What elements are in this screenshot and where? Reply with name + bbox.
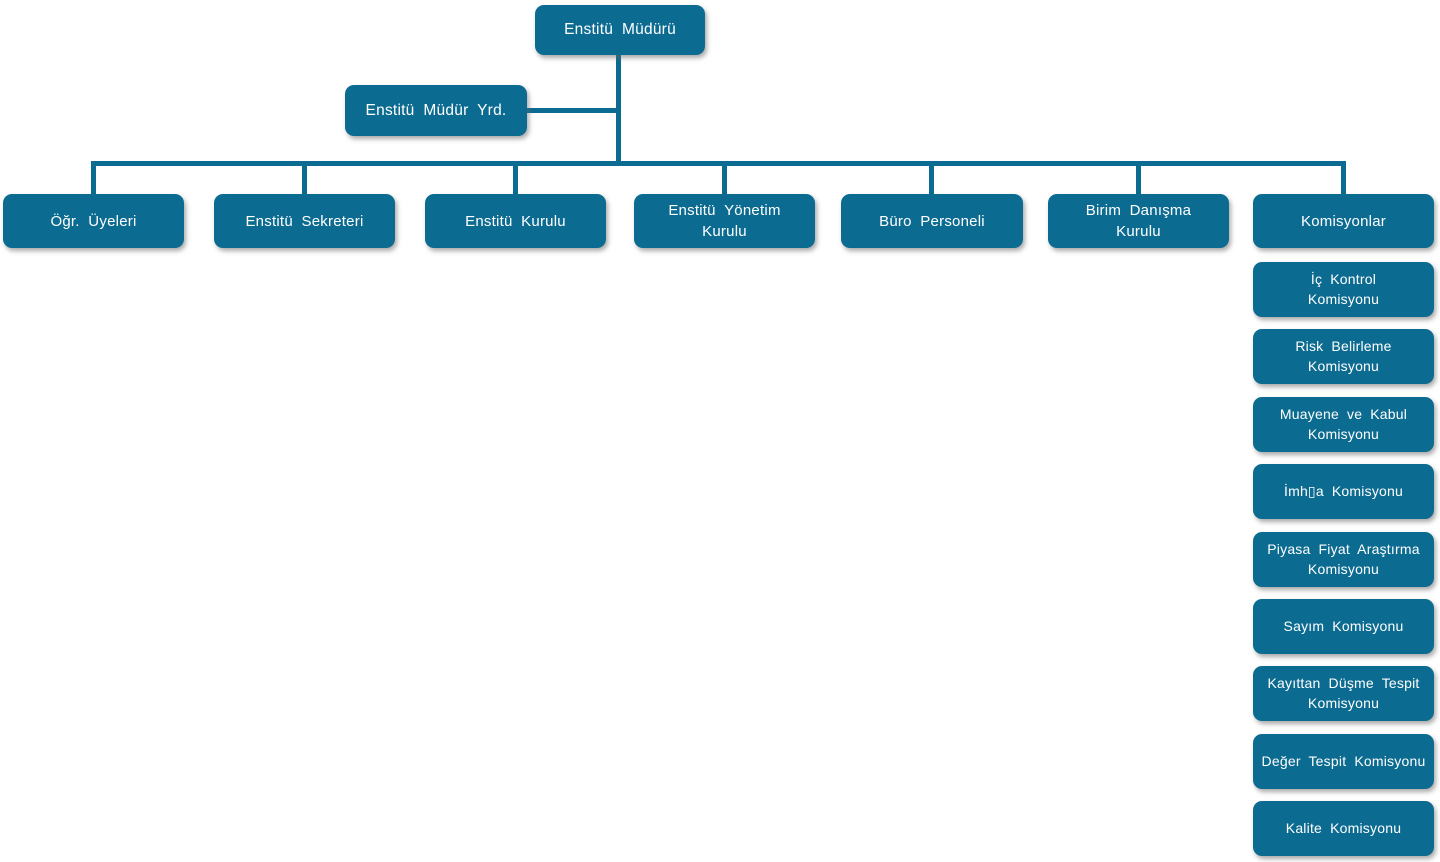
connector-stub-enstitu-yonetim-kurulu [722, 161, 727, 195]
node-ogr-uyeleri-label: Öğr. Üyeleri [50, 212, 137, 230]
node-enstitu-kurulu: Enstitü Kurulu [425, 194, 606, 248]
node-enstitu-kurulu-label: Enstitü Kurulu [465, 212, 566, 230]
node-deger-tespit-komisyonu-label: Değer Tespit Komisyonu [1261, 752, 1426, 769]
node-ic-kontrol-komisyonu: İç Kontrol Komisyonu [1253, 262, 1434, 317]
node-enstitu-sekreteri-label: Enstitü Sekreteri [245, 212, 364, 230]
node-piyasa-fiyat-arastirma-komisyonu-label: Piyasa Fiyat Araştırma Komisyonu [1267, 540, 1420, 577]
node-imha-komisyonu: İmh▯a Komisyonu [1253, 464, 1434, 519]
connector-bus [91, 161, 1346, 166]
node-sayim-komisyonu: Sayım Komisyonu [1253, 599, 1434, 654]
node-enstitu-mudur-yrd-label: Enstitü Müdür Yrd. [365, 101, 507, 119]
node-imha-komisyonu-label: İmh▯a Komisyonu [1283, 482, 1404, 499]
connector-assistant [526, 108, 616, 113]
node-kalite-komisyonu: Kalite Komisyonu [1253, 801, 1434, 856]
connector-stub-enstitu-kurulu [513, 161, 518, 195]
connector-stub-buro-personeli [929, 161, 934, 195]
connector-stub-ogr-uyeleri [91, 161, 96, 195]
node-piyasa-fiyat-arastirma-komisyonu: Piyasa Fiyat Araştırma Komisyonu [1253, 532, 1434, 587]
node-risk-belirleme-komisyonu-label: Risk Belirleme Komisyonu [1295, 337, 1392, 374]
node-enstitu-mudur-yrd: Enstitü Müdür Yrd. [345, 85, 527, 136]
node-risk-belirleme-komisyonu: Risk Belirleme Komisyonu [1253, 329, 1434, 384]
node-deger-tespit-komisyonu: Değer Tespit Komisyonu [1253, 734, 1434, 789]
node-enstitu-muduru-label: Enstitü Müdürü [564, 21, 676, 39]
node-komisyonlar: Komisyonlar [1253, 194, 1434, 248]
node-sayim-komisyonu-label: Sayım Komisyonu [1283, 617, 1404, 634]
node-enstitu-muduru: Enstitü Müdürü [535, 5, 705, 55]
node-buro-personeli: Büro Personeli [841, 194, 1023, 248]
connector-root-trunk [616, 55, 621, 166]
node-enstitu-yonetim-kurulu: Enstitü Yönetim Kurulu [634, 194, 815, 248]
node-enstitu-sekreteri: Enstitü Sekreteri [214, 194, 395, 248]
node-kalite-komisyonu-label: Kalite Komisyonu [1285, 819, 1402, 836]
connector-stub-enstitu-sekreteri [302, 161, 307, 195]
node-muayene-ve-kabul-komisyonu: Muayene ve Kabul Komisyonu [1253, 397, 1434, 452]
node-buro-personeli-label: Büro Personeli [879, 212, 985, 230]
node-birim-danisma-kurulu: Birim Danışma Kurulu [1048, 194, 1229, 248]
node-ic-kontrol-komisyonu-label: İç Kontrol Komisyonu [1307, 270, 1380, 307]
connector-stub-birim-danisma-kurulu [1136, 161, 1141, 195]
node-muayene-ve-kabul-komisyonu-label: Muayene ve Kabul Komisyonu [1279, 405, 1408, 442]
node-birim-danisma-kurulu-label: Birim Danışma Kurulu [1085, 202, 1192, 240]
node-komisyonlar-label: Komisyonlar [1300, 212, 1386, 230]
node-ogr-uyeleri: Öğr. Üyeleri [3, 194, 184, 248]
node-kayittan-dusme-tespit-komisyonu: Kayıttan Düşme Tespit Komisyonu [1253, 666, 1434, 721]
connector-stub-komisyonlar [1341, 161, 1346, 195]
node-enstitu-yonetim-kurulu-label: Enstitü Yönetim Kurulu [668, 202, 781, 240]
node-kayittan-dusme-tespit-komisyonu-label: Kayıttan Düşme Tespit Komisyonu [1267, 674, 1420, 711]
